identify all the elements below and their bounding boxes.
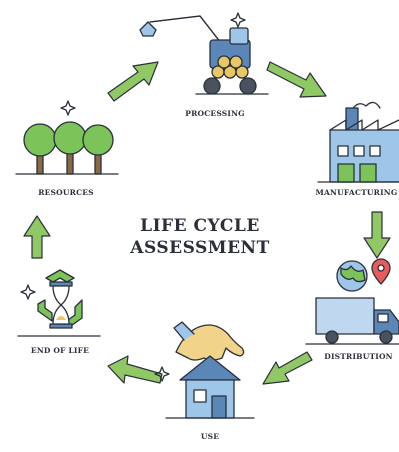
diagram-title-line-1: LIFE CYCLE (140, 216, 260, 236)
truck-icon (305, 297, 399, 345)
label-use: USE (200, 432, 220, 441)
arrow-resources-to-processing (107, 61, 159, 102)
use-icon (154, 321, 255, 419)
globe-icon (336, 260, 368, 292)
processing-icon (139, 12, 269, 95)
label-manufacturing: MANUFACTURING (315, 188, 398, 197)
tree-icon (82, 124, 114, 175)
house-icon (179, 355, 241, 419)
label-processing: PROCESSING (185, 109, 245, 118)
tree-icon (23, 123, 57, 175)
hourglass-icon (49, 281, 73, 329)
arrow-end-of-life-to-resources (23, 215, 51, 259)
logs-icon (211, 55, 249, 79)
recycle-icon (37, 269, 83, 329)
label-end-of-life: END OF LIFE (30, 346, 90, 355)
arrow-manufacturing-to-distribution (363, 211, 391, 259)
label-resources: RESOURCES (38, 188, 94, 197)
manufacturing-icon (317, 101, 399, 183)
arrow-use-to-end-of-life (107, 355, 163, 384)
map-pin-icon (371, 258, 391, 285)
hand-icon (173, 321, 245, 361)
label-distribution: DISTRIBUTION (324, 352, 393, 361)
diagram-title-line-2: ASSESSMENT (130, 238, 270, 258)
resources-icon (15, 100, 119, 175)
distribution-icon (305, 258, 399, 345)
tree-icon (53, 121, 87, 175)
end-of-life-icon (17, 269, 101, 337)
arrow-distribution-to-use (262, 351, 313, 385)
arrow-processing-to-manufacturing (266, 61, 327, 98)
